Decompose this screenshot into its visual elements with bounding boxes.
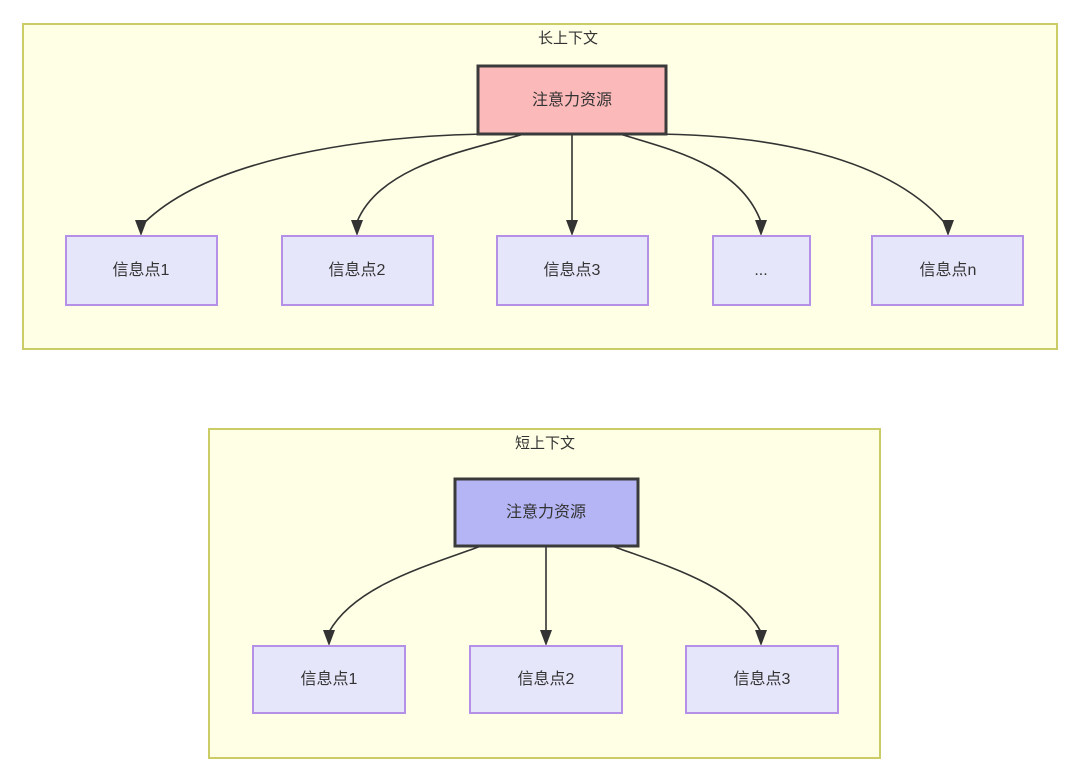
- arrowhead-info3-short: [755, 630, 767, 646]
- edge-root-to-info1: [144, 133, 498, 223]
- panel-title-short-context: 短上下文: [515, 435, 575, 452]
- arrowhead-infon: [942, 220, 954, 236]
- node-info-point-2-long-label: 信息点2: [329, 261, 386, 279]
- arrowhead-info1: [135, 220, 147, 236]
- node-info-point-2-long[interactable]: 信息点2: [281, 235, 434, 306]
- node-attention-resource-long[interactable]: 注意力资源: [476, 64, 668, 136]
- edge-root-to-info2: [356, 133, 525, 223]
- node-info-point-n-long-label: 信息点n: [920, 261, 977, 279]
- arrowhead-info2-short: [540, 630, 552, 646]
- node-attention-resource-short-box[interactable]: [453, 477, 640, 548]
- arrowhead-info3: [566, 220, 578, 236]
- node-ellipsis-long-box[interactable]: [712, 235, 811, 306]
- node-info-point-2-short-label: 信息点2: [518, 670, 575, 688]
- node-info-point-1-long-label: 信息点1: [113, 261, 170, 279]
- edge-root-to-ellipsis: [619, 133, 762, 223]
- panel-long-context: 长上下文 注意力资源 信息点1 信息点2: [22, 23, 1058, 350]
- node-info-point-n-long-box[interactable]: [871, 235, 1024, 306]
- edge-group-long-context: [135, 133, 954, 236]
- edge-root-to-infon: [647, 133, 945, 223]
- edge-root-to-info1-short: [328, 545, 482, 633]
- edge-root-to-info3-short: [611, 545, 762, 633]
- node-attention-resource-long-label: 注意力资源: [532, 90, 612, 109]
- node-info-point-3-short-box[interactable]: [685, 645, 839, 714]
- node-info-point-2-short-box[interactable]: [469, 645, 623, 714]
- node-info-point-1-long[interactable]: 信息点1: [65, 235, 218, 306]
- node-info-point-1-short-box[interactable]: [252, 645, 406, 714]
- panel-title-long-context: 长上下文: [538, 30, 598, 47]
- node-info-point-3-short-label: 信息点3: [734, 670, 791, 688]
- node-ellipsis-long[interactable]: ...: [712, 235, 811, 306]
- node-info-point-2-long-box[interactable]: [281, 235, 434, 306]
- node-attention-resource-short[interactable]: 注意力资源: [453, 477, 640, 548]
- arrowhead-info2: [351, 220, 363, 236]
- node-info-point-1-short[interactable]: 信息点1: [252, 645, 406, 714]
- node-info-point-2-short[interactable]: 信息点2: [469, 645, 623, 714]
- node-attention-resource-short-label: 注意力资源: [506, 502, 586, 521]
- node-info-point-1-short-label: 信息点1: [301, 670, 358, 688]
- node-info-point-3-long[interactable]: 信息点3: [496, 235, 649, 306]
- node-info-point-3-short[interactable]: 信息点3: [685, 645, 839, 714]
- node-info-point-1-long-box[interactable]: [65, 235, 218, 306]
- node-info-point-3-long-label: 信息点3: [544, 261, 601, 279]
- node-ellipsis-long-label: ...: [754, 262, 767, 279]
- node-info-point-3-long-box[interactable]: [496, 235, 649, 306]
- panel-short-context: 短上下文 注意力资源 信息点1 信息点2 信息点3: [208, 428, 881, 759]
- node-info-point-n-long[interactable]: 信息点n: [871, 235, 1024, 306]
- edge-group-short-context: [323, 545, 767, 646]
- arrowhead-info1-short: [323, 630, 335, 646]
- node-attention-resource-long-box[interactable]: [476, 64, 668, 136]
- arrowhead-ellipsis: [755, 220, 767, 236]
